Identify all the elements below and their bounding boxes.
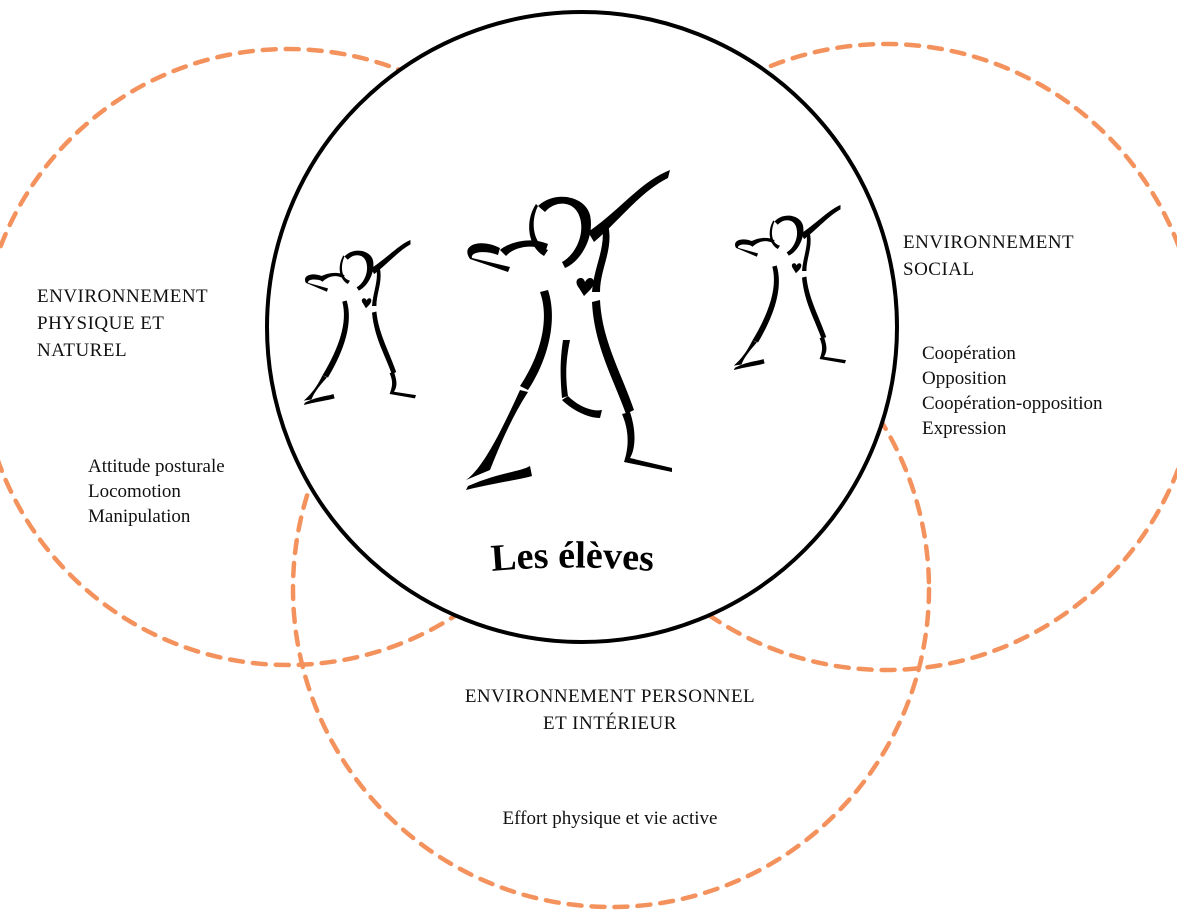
social-environment-circle: [570, 41, 1177, 673]
list-item: Coopération-opposition: [922, 393, 1103, 414]
personal-environment-title: ENVIRONNEMENT PERSONNEL ET INTÉRIEUR: [420, 683, 800, 737]
list-item: Effort physique et vie active: [502, 808, 718, 829]
title-line: ENVIRONNEMENT PERSONNEL: [464, 686, 756, 707]
list-item: Opposition: [922, 368, 1007, 389]
personal-environment-items: Effort physique et vie active: [420, 806, 800, 831]
title-line: ET INTÉRIEUR: [543, 713, 677, 734]
social-environment-items: Coopération Opposition Coopération-oppos…: [922, 341, 1102, 441]
dancer-figure-center: [466, 170, 672, 490]
list-item: Locomotion: [88, 481, 181, 502]
dancer-figure-right: [733, 205, 846, 370]
physical-environment-items: Attitude posturale Locomotion Manipulati…: [88, 454, 225, 529]
dancer-figure-left: [303, 240, 416, 405]
social-environment-title: ENVIRONNEMENT SOCIAL: [903, 229, 1074, 283]
list-item: Manipulation: [88, 506, 191, 527]
list-item: Coopération: [922, 343, 1016, 364]
title-line: SOCIAL: [903, 259, 975, 280]
title-line: ENVIRONNEMENT: [903, 232, 1075, 253]
students-label: Les élèves: [489, 534, 655, 580]
physical-environment-title: ENVIRONNEMENT PHYSIQUE ET NATUREL: [37, 283, 208, 364]
title-line: ENVIRONNEMENT: [37, 286, 209, 307]
title-line: NATUREL: [37, 340, 128, 361]
title-line: PHYSIQUE ET: [37, 313, 165, 334]
list-item: Expression: [922, 418, 1007, 439]
students-circle: [265, 10, 899, 644]
list-item: Attitude posturale: [88, 456, 225, 477]
